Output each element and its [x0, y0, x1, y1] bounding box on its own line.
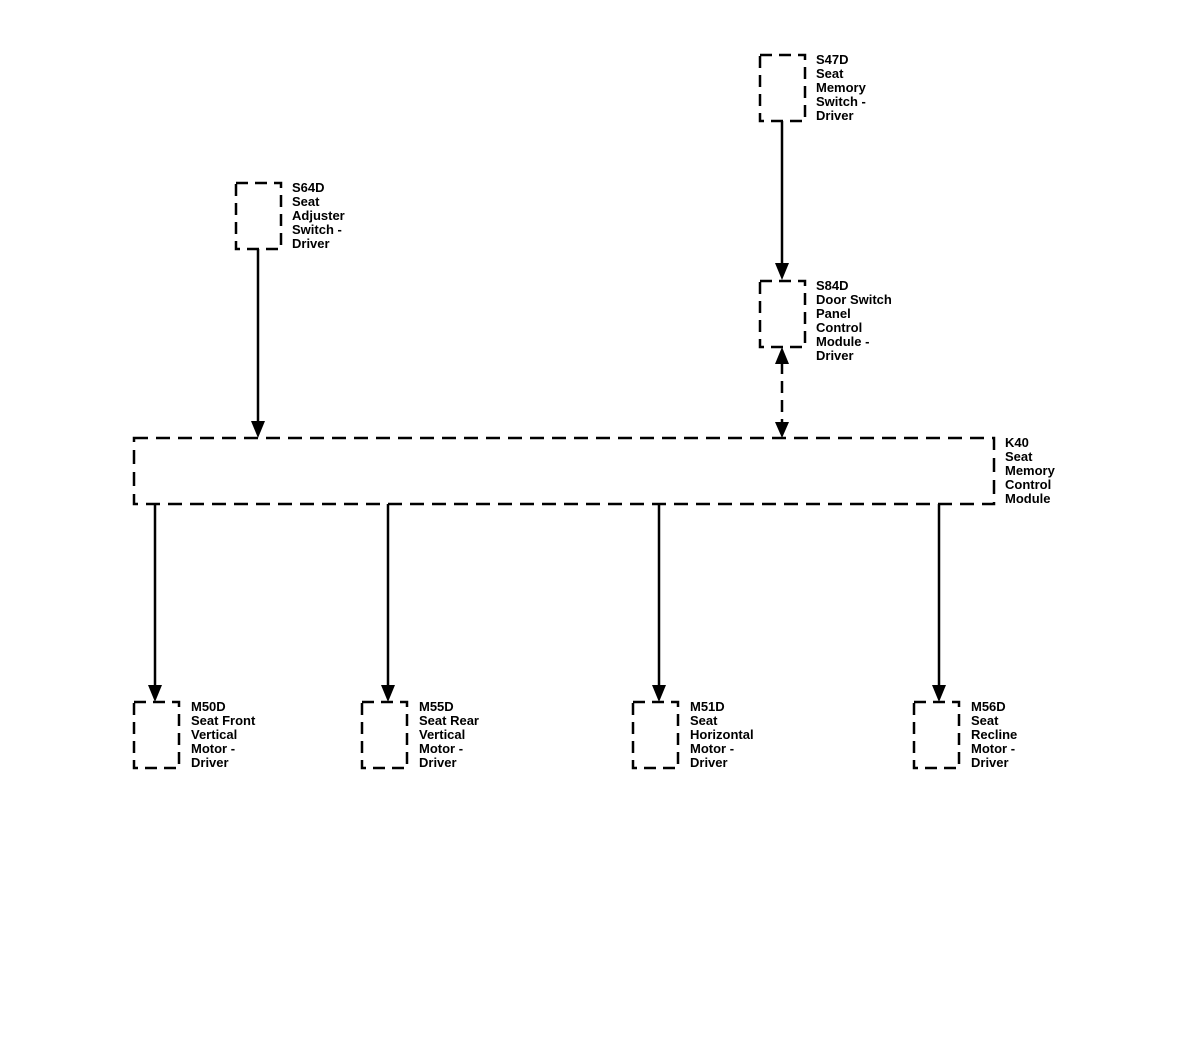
m51d-box: [631, 700, 680, 770]
s47d-line-4: Driver: [816, 108, 854, 123]
m50d-label: M50D Seat Front Vertical Motor - Driver: [191, 700, 255, 770]
s47d-line-3: Switch -: [816, 94, 866, 109]
m55d-line-1: Seat Rear: [419, 713, 479, 728]
k40-box: [132, 436, 996, 506]
s84d-box: [758, 279, 807, 349]
s84d-line-1: Door Switch: [816, 292, 892, 307]
s64d-line-2: Adjuster: [292, 208, 345, 223]
connection-k40-to-m55d: [381, 504, 395, 702]
m50d-line-1: Seat Front: [191, 713, 256, 728]
k40-line-3: Control: [1005, 477, 1052, 492]
m51d-id: M51D: [690, 699, 725, 714]
m56d-line-1: Seat: [971, 713, 999, 728]
s84d-line-3: Control: [816, 320, 863, 335]
k40-id: K40: [1005, 435, 1029, 450]
m50d-line-3: Motor -: [191, 741, 236, 756]
m56d-label: M56D Seat Recline Motor - Driver: [971, 700, 1017, 770]
s64d-box: [234, 181, 283, 251]
m55d-line-4: Driver: [419, 755, 457, 770]
s64d-line-3: Switch -: [292, 222, 342, 237]
connection-s47d-to-s84d: [775, 121, 789, 280]
connection-k40-to-m50d: [148, 504, 162, 702]
connection-s84d-to-k40: [775, 347, 789, 438]
m50d-box: [132, 700, 181, 770]
s64d-line-1: Seat: [292, 194, 320, 209]
s64d-id: S64D: [292, 180, 325, 195]
m51d-label: M51D Seat Horizontal Motor - Driver: [690, 700, 754, 770]
s84d-line-4: Module -: [816, 334, 870, 349]
m56d-line-4: Driver: [971, 755, 1009, 770]
m55d-box: [360, 700, 409, 770]
k40-line-1: Seat: [1005, 449, 1033, 464]
s47d-box: [758, 53, 807, 123]
connection-k40-to-m56d: [932, 504, 946, 702]
m56d-line-3: Motor -: [971, 741, 1016, 756]
s64d-label: S64D Seat Adjuster Switch - Driver: [292, 181, 345, 251]
connection-s64d-to-k40: [251, 249, 265, 438]
m56d-box: [912, 700, 961, 770]
m51d-line-4: Driver: [690, 755, 728, 770]
m51d-line-2: Horizontal: [690, 727, 754, 742]
s47d-id: S47D: [816, 52, 849, 67]
m51d-line-1: Seat: [690, 713, 718, 728]
s84d-id: S84D: [816, 278, 849, 293]
m50d-line-4: Driver: [191, 755, 229, 770]
k40-line-4: Module: [1005, 491, 1051, 506]
k40-line-2: Memory: [1005, 463, 1055, 478]
s47d-line-1: Seat: [816, 66, 844, 81]
s84d-label: S84D Door Switch Panel Control Module - …: [816, 279, 892, 363]
m55d-id: M55D: [419, 699, 454, 714]
m50d-line-2: Vertical: [191, 727, 238, 742]
m56d-id: M56D: [971, 699, 1006, 714]
s84d-line-2: Panel: [816, 306, 851, 321]
m50d-id: M50D: [191, 699, 226, 714]
m55d-line-2: Vertical: [419, 727, 466, 742]
m55d-label: M55D Seat Rear Vertical Motor - Driver: [419, 700, 479, 770]
m51d-line-3: Motor -: [690, 741, 735, 756]
m56d-line-2: Recline: [971, 727, 1018, 742]
k40-label: K40 Seat Memory Control Module: [1005, 436, 1055, 506]
s47d-label: S47D Seat Memory Switch - Driver: [816, 53, 866, 123]
m55d-line-3: Motor -: [419, 741, 464, 756]
connection-k40-to-m51d: [652, 504, 666, 702]
s64d-line-4: Driver: [292, 236, 330, 251]
s84d-line-5: Driver: [816, 348, 854, 363]
s47d-line-2: Memory: [816, 80, 866, 95]
